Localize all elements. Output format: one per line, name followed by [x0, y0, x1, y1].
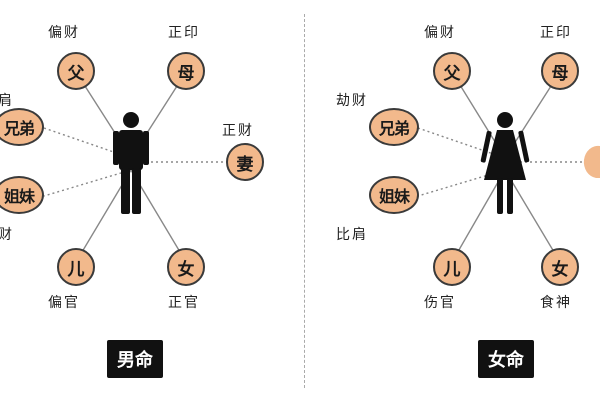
left-node-father: 父 — [57, 52, 95, 90]
left-node-daughter: 女 — [167, 248, 205, 286]
right-node-mother: 母 — [541, 52, 579, 90]
left-node-wife: 妻 — [226, 143, 264, 181]
right-caption-female: 女命 — [478, 340, 534, 378]
line-right-son — [451, 169, 506, 263]
left-label-son: 偏官 — [48, 295, 80, 311]
line-left-sisters — [43, 169, 132, 197]
offscreen-node-edge — [583, 145, 600, 178]
left-node-sisters: 姐妹 — [0, 176, 44, 214]
right-node-sisters: 姐妹 — [369, 176, 419, 214]
left-node-son: 儿 — [57, 248, 95, 286]
right-label-son: 伤官 — [424, 295, 456, 311]
right-label-mother: 正印 — [540, 25, 572, 41]
left-label-wife: 正财 — [222, 123, 254, 139]
right-label-brothers: 劫财 — [336, 93, 368, 109]
left-label-mother: 正印 — [168, 25, 200, 41]
left-node-brothers: 兄弟 — [0, 108, 44, 146]
right-label-father: 偏财 — [424, 25, 456, 41]
left-label-partial-top: 肩 — [0, 93, 14, 109]
right-node-daughter: 女 — [541, 248, 579, 286]
left-caption-male: 男命 — [107, 340, 163, 378]
panel-divider — [304, 14, 305, 388]
right-node-father: 父 — [433, 52, 471, 90]
line-right-brothers — [417, 127, 506, 159]
man-figure-icon — [113, 112, 149, 214]
right-node-son: 儿 — [433, 248, 471, 286]
right-node-brothers: 兄弟 — [369, 108, 419, 146]
left-label-daughter: 正官 — [168, 295, 200, 311]
left-node-mother: 母 — [167, 52, 205, 90]
woman-figure-icon — [480, 112, 530, 214]
left-label-partial-bottom: 财 — [0, 227, 14, 243]
right-label-daughter: 食神 — [540, 295, 572, 311]
left-label-father: 偏财 — [48, 25, 80, 41]
line-right-daughter — [504, 169, 561, 263]
right-label-sisters: 比肩 — [336, 227, 368, 243]
